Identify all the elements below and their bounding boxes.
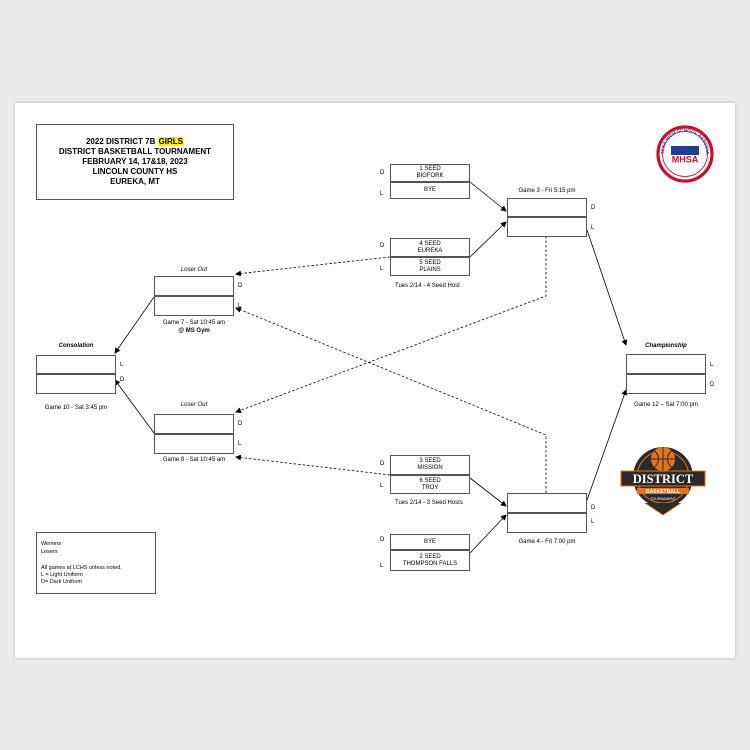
game-3-slot-top [507,198,587,217]
side-d: D [380,461,385,467]
slot-seed-4: 4 SEED EUREKA [390,238,470,257]
game-2-label: Tues 2/14 - 4 Seed Host [395,283,460,289]
winner-line-g4-champ [586,389,628,501]
slot-bye-bottom: BYE [390,534,470,550]
montana-shape-icon [671,146,699,155]
championship-label: Championship [645,343,687,349]
legend-box: Winners Losers All games at LCHS unless … [36,532,156,594]
slot-seed-1: 1 SEED BIGFORK [390,164,470,182]
loser-line-game1-g8 [235,454,391,476]
legend-note-dark: D= Dark Uniform [41,579,83,585]
game-3-label: Game 3 - Fri 5:15 pm [518,188,576,194]
side-d: D [591,505,596,511]
side-d: D [380,537,385,543]
loser-out-top-label: Loser Out [180,267,208,273]
legend-note-light: L = Light Uniform [41,572,83,578]
side-d: D [238,283,243,289]
legend-losers: Losers [41,549,58,555]
game-4-slot-top [507,493,587,513]
side-d: D [710,382,715,388]
side-d: D [380,243,385,249]
district-main-text: DISTRICT [633,472,694,486]
game-10-label: Game 10 - Sat 3:45 pm [44,405,108,411]
ms-gym-note: @ MS Gym [178,328,210,334]
legend-note-venue: All games at LCHS unless noted. [41,565,122,571]
slot-seed-6: 6 SEED TROY [390,475,470,494]
side-l: L [238,441,242,447]
winner-line-top-2 [469,221,507,258]
side-l: L [380,483,384,489]
side-l: L [591,519,595,525]
game-12-label: Game 12 – Sat 7:00 pm [634,402,698,408]
title-line-1: 2022 DISTRICT 7B GIRLS [85,137,185,146]
side-l: L [120,362,124,368]
slot-seed-2: 2 SEED THOMPSON FALLS [390,550,470,571]
side-l: L [380,191,384,197]
winner-line-bottom-2 [469,514,507,554]
consolation-slot-bottom [36,374,116,394]
loser-line-g4-g7 [235,307,547,493]
winner-line-top-1 [469,181,507,212]
title-line-5: EUREKA, MT [110,177,160,186]
mhsa-logo: MONTANA HIGH SCHOOL ASSOCIATION MHSA [656,119,714,183]
game-4-label: Game 4 - Fri 7:00 pm [518,539,576,545]
slot-bye-top: BYE [390,182,470,199]
championship-slot-bottom [626,374,706,394]
side-d: D [380,170,385,176]
consolation-label: Consolation [58,343,94,349]
side-l: L [380,266,384,272]
game-1-label: Tues 2/14 - 3 Seed Hosts [395,500,463,506]
winner-line-g8-consol [114,379,155,434]
title-line-3: FEBRUARY 14, 17&18, 2023 [82,157,188,166]
side-l: L [591,225,595,231]
game-7-slot-bottom [154,296,234,316]
game-8-label: Game 8 - Sat 10:45 am [162,457,226,463]
championship-slot-top [626,354,706,374]
mhsa-center-text: MHSA [672,155,699,165]
district-sub-text: BASKETBALL [646,489,680,495]
side-l: L [380,563,384,569]
title-line-2: DISTRICT BASKETBALL TOURNAMENT [58,147,212,156]
game-7-slot-top [154,276,234,296]
legend-winners: Winners [41,541,62,547]
winner-line-bottom-1 [469,477,507,507]
loser-line-game2-g7 [235,256,391,277]
game-8-slot-bottom [154,434,234,454]
winner-line-g3-champ [586,229,628,346]
consolation-slot-top [36,355,116,374]
loser-out-bottom-label: Loser Out [180,402,208,408]
loser-line-g3-g8 [235,236,547,414]
side-d: D [120,377,125,383]
side-l: L [238,303,242,309]
side-d: D [591,205,596,211]
title-line-4: LINCOLN COUNTY HS [92,167,178,176]
game-7-label: Game 7 - Sat 10:45 am [162,320,226,326]
girls-highlight: GIRLS [157,137,185,146]
tournament-title-box: 2022 DISTRICT 7B GIRLS DISTRICT BASKETBA… [36,124,234,200]
district-sub2-text: TOURNAMENT [650,497,676,501]
district-basketball-logo: DISTRICT BASKETBALL TOURNAMENT [620,447,706,516]
game-8-slot-top [154,414,234,434]
slot-seed-5: 5 SEED PLAINS [390,257,470,276]
game-4-slot-bottom [507,513,587,533]
slot-seed-3: 3 SEED MISSION [390,455,470,475]
game-3-slot-bottom [507,217,587,237]
side-d: D [238,421,243,427]
side-l: L [710,362,714,368]
winner-line-g7-consol [114,296,155,354]
